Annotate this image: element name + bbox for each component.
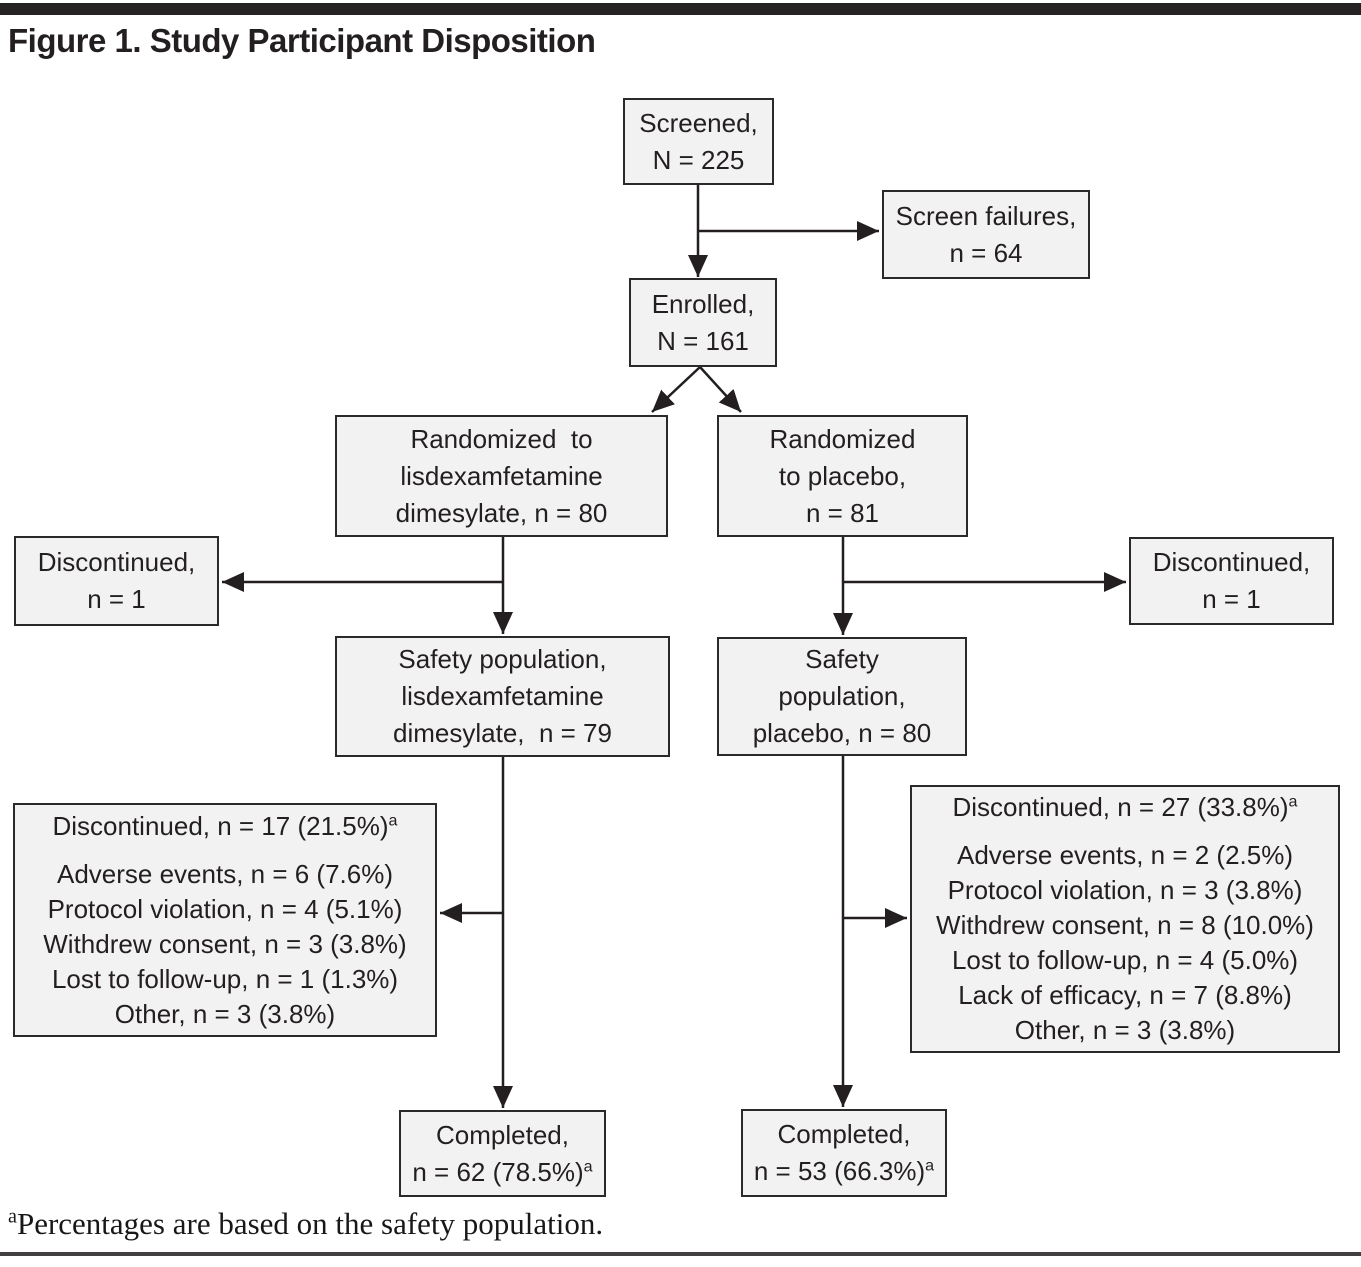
safety-ldx-line-2: lisdexamfetamine xyxy=(401,681,604,711)
completed-ldx-value: n = 62 (78.5%) xyxy=(412,1156,584,1187)
safety-placebo-line-1: Safety xyxy=(805,644,879,674)
screen-failures-line-2: n = 64 xyxy=(949,237,1023,268)
randomized-ldx-line-1: Randomized to xyxy=(410,423,593,454)
enrolled-line-2: N = 161 xyxy=(657,325,749,356)
completed-ldx-line-1: Completed, xyxy=(436,1119,569,1150)
arrow-enrolled-to-ldx xyxy=(651,366,701,413)
randomized-ldx-box: Randomized to lisdexamfetamine dimesylat… xyxy=(335,415,668,537)
dropout-placebo-header-footnote-marker: a xyxy=(1288,792,1298,811)
randomized-placebo-line-1: Randomized xyxy=(769,423,916,454)
dropout-placebo-item: Other, n = 3 (3.8%) xyxy=(1014,1015,1236,1045)
discontinued-placebo-box: Discontinued, n = 1 xyxy=(1129,537,1334,625)
discontinued-ldx-line-1: Discontinued, xyxy=(37,547,196,577)
dropout-placebo-item: Lost to follow-up, n = 4 (5.0%) xyxy=(951,945,1299,975)
dropout-ldx-item: Adverse events, n = 6 (7.6%) xyxy=(56,858,393,889)
screened-line-1: Screened, xyxy=(639,107,758,138)
safety-ldx-box: Safety population, lisdexamfetamine dime… xyxy=(335,636,670,757)
screen-failures-line-1: Screen failures, xyxy=(895,200,1077,231)
dropout-ldx-item: Lost to follow-up, n = 1 (1.3%) xyxy=(51,963,399,994)
completed-ldx-line-2: n = 62 (78.5%)a xyxy=(412,1154,592,1191)
completed-ldx-box: Completed, n = 62 (78.5%)a xyxy=(399,1110,606,1197)
discontinued-placebo-line-2: n = 1 xyxy=(1202,584,1261,614)
completed-placebo-line-2: n = 53 (66.3%)a xyxy=(754,1153,934,1190)
dropout-placebo-box: Discontinued, n = 27 (33.8%)a Adverse ev… xyxy=(910,785,1340,1053)
completed-placebo-line-1: Completed, xyxy=(777,1119,911,1149)
dropout-ldx-box: Discontinued, n = 17 (21.5%)a Adverse ev… xyxy=(13,803,437,1037)
enrolled-box: Enrolled, N = 161 xyxy=(629,278,777,367)
completed-placebo-box: Completed, n = 53 (66.3%)a xyxy=(741,1109,947,1197)
dropout-ldx-item: Other, n = 3 (3.8%) xyxy=(114,998,336,1029)
dropout-placebo-header-text: Discontinued, n = 27 (33.8%) xyxy=(952,792,1289,822)
dropout-placebo-item: Adverse events, n = 2 (2.5%) xyxy=(956,840,1293,870)
completed-placebo-value: n = 53 (66.3%) xyxy=(753,1156,926,1186)
safety-placebo-line-3: placebo, n = 80 xyxy=(752,718,932,748)
dropout-placebo-item: Withdrew consent, n = 8 (10.0%) xyxy=(936,910,1314,940)
dropout-ldx-header: Discontinued, n = 17 (21.5%)a xyxy=(52,809,397,844)
arrow-enrolled-to-placebo xyxy=(699,366,742,413)
safety-ldx-line-1: Safety population, xyxy=(398,644,607,674)
bottom-rule xyxy=(0,1252,1361,1256)
completed-ldx-footnote-marker: a xyxy=(583,1156,593,1175)
footnote-text: Percentages are based on the safety popu… xyxy=(16,1206,604,1241)
randomized-ldx-line-3: dimesylate, n = 80 xyxy=(395,497,608,528)
dropout-placebo-item: Protocol violation, n = 3 (3.8%) xyxy=(947,875,1303,905)
randomized-ldx-line-2: lisdexamfetamine xyxy=(400,460,603,491)
footnote-marker: a xyxy=(8,1205,17,1228)
figure-title: Figure 1. Study Participant Disposition xyxy=(8,22,596,59)
safety-placebo-line-2: population, xyxy=(778,681,906,711)
dropout-placebo-header: Discontinued, n = 27 (33.8%)a xyxy=(952,790,1297,825)
randomized-placebo-line-3: n = 81 xyxy=(805,497,879,528)
dropout-placebo-item: Lack of efficacy, n = 7 (8.8%) xyxy=(958,980,1292,1010)
footnote: aPercentages are based on the safety pop… xyxy=(8,1206,603,1242)
dropout-ldx-header-text: Discontinued, n = 17 (21.5%) xyxy=(52,810,389,841)
safety-placebo-box: Safety population, placebo, n = 80 xyxy=(717,637,967,756)
dropout-ldx-item: Protocol violation, n = 4 (5.1%) xyxy=(47,893,403,924)
randomized-placebo-line-2: to placebo, xyxy=(778,460,907,491)
dropout-ldx-header-footnote-marker: a xyxy=(388,810,398,829)
screen-failures-box: Screen failures, n = 64 xyxy=(882,190,1090,279)
screened-box: Screened, N = 225 xyxy=(623,98,774,185)
discontinued-placebo-line-1: Discontinued, xyxy=(1152,547,1311,577)
top-rule xyxy=(0,3,1361,15)
safety-ldx-line-3: dimesylate, n = 79 xyxy=(393,718,612,748)
dropout-ldx-item: Withdrew consent, n = 3 (3.8%) xyxy=(43,928,407,959)
enrolled-line-1: Enrolled, xyxy=(651,288,755,319)
randomized-placebo-box: Randomized to placebo, n = 81 xyxy=(717,415,968,537)
completed-placebo-footnote-marker: a xyxy=(925,1156,935,1175)
discontinued-ldx-line-2: n = 1 xyxy=(87,584,146,614)
screened-line-2: N = 225 xyxy=(652,144,745,175)
discontinued-ldx-box: Discontinued, n = 1 xyxy=(14,536,219,626)
